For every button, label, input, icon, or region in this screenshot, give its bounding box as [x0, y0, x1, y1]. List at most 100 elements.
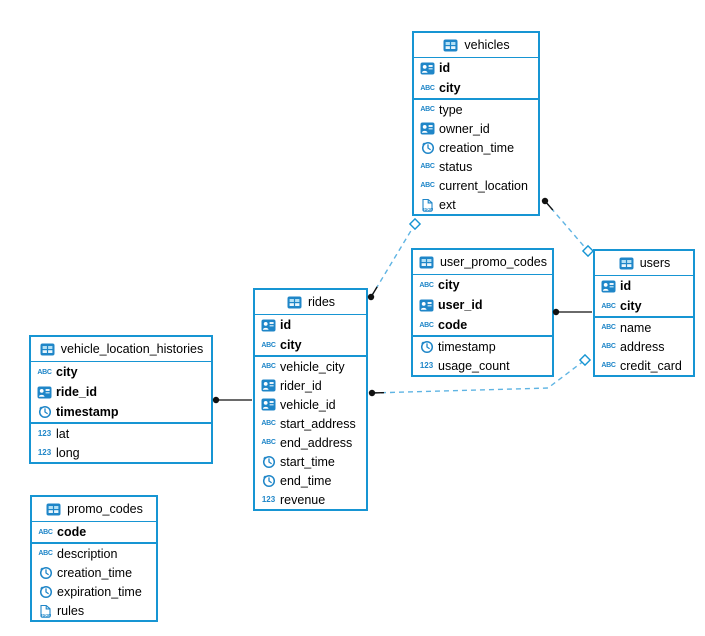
column-user_id[interactable]: user_id [413, 295, 552, 315]
abc-icon: ABC [420, 163, 435, 170]
column-timestamp[interactable]: timestamp [31, 402, 211, 422]
primary-key-divider [255, 355, 366, 357]
column-name: current_location [439, 178, 528, 193]
column-name: lat [56, 426, 70, 441]
relationship-vehicle_location_histories-to-rides [212, 396, 252, 404]
column-name: city [56, 365, 78, 379]
table-header[interactable]: users [595, 251, 693, 276]
column-creation_time[interactable]: creation_time [414, 138, 538, 157]
column-vehicle_id[interactable]: vehicle_id [255, 395, 366, 414]
person-icon [419, 122, 436, 135]
clock-icon [260, 455, 277, 469]
table-name: promo_codes [67, 502, 143, 516]
reference-diamond-marker [578, 353, 592, 367]
column-name: timestamp [438, 339, 496, 354]
number-123-icon: 123 [261, 494, 276, 504]
table-icon [418, 256, 435, 269]
column-name: description [57, 546, 118, 561]
person-icon [260, 319, 277, 332]
primary-key-divider [414, 98, 538, 100]
primary-key-divider [32, 542, 156, 544]
column-name: vehicle_city [280, 359, 345, 374]
foreign-key-dot-marker [368, 389, 376, 397]
table-icon [442, 39, 459, 52]
abc-icon: ABC [261, 439, 276, 446]
column-start_time[interactable]: start_time [255, 452, 366, 471]
table-header[interactable]: user_promo_codes [413, 250, 552, 275]
person-icon [260, 379, 277, 392]
table-name: vehicles [464, 38, 510, 52]
column-name: type [439, 102, 463, 117]
column-id[interactable]: id [595, 276, 693, 296]
column-name: ride_id [56, 385, 97, 399]
abc-icon: ABC [419, 321, 434, 329]
column-name: address [620, 339, 665, 354]
abc-icon: ABC [38, 528, 53, 536]
table-header[interactable]: rides [255, 290, 366, 315]
table-icon [286, 296, 303, 309]
column-end_time[interactable]: end_time [255, 471, 366, 490]
json-document-icon: JSON [419, 198, 436, 212]
column-name: start_address [280, 416, 356, 431]
number-123-icon: 123 [37, 428, 52, 438]
column-city[interactable]: ABC city [31, 362, 211, 382]
column-creation_time[interactable]: creation_time [32, 563, 156, 582]
table-header[interactable]: vehicles [414, 33, 538, 58]
relationship-user_promo_codes-to-users [552, 308, 592, 316]
person-icon [600, 280, 617, 293]
column-name: city [439, 81, 461, 95]
column-lat[interactable]: 123 lat [31, 424, 211, 443]
abc-icon: ABC [420, 106, 435, 113]
column-id[interactable]: id [414, 58, 538, 78]
table-header[interactable]: vehicle_location_histories [31, 337, 211, 362]
column-type[interactable]: ABC type [414, 100, 538, 119]
column-name: city [438, 278, 460, 292]
abc-icon: ABC [601, 302, 616, 310]
svg-text:JSON: JSON [422, 206, 433, 211]
column-name: user_id [438, 298, 483, 312]
column-name: owner_id [439, 121, 490, 136]
column-owner_id[interactable]: owner_id [414, 119, 538, 138]
foreign-key-dot-marker [367, 293, 375, 301]
table-icon [39, 343, 56, 356]
table-header[interactable]: promo_codes [32, 497, 156, 522]
clock-icon [36, 405, 53, 419]
column-name: creation_time [57, 565, 133, 580]
column-name: long [56, 445, 80, 460]
column-expiration_time[interactable]: expiration_time [32, 582, 156, 601]
abc-icon: ABC [37, 368, 52, 376]
column-rider_id[interactable]: rider_id [255, 376, 366, 395]
column-name: id [620, 279, 632, 293]
column-timestamp[interactable]: timestamp [413, 337, 552, 356]
column-ride_id[interactable]: ride_id [31, 382, 211, 402]
abc-icon: ABC [261, 341, 276, 349]
column-id[interactable]: id [255, 315, 366, 335]
